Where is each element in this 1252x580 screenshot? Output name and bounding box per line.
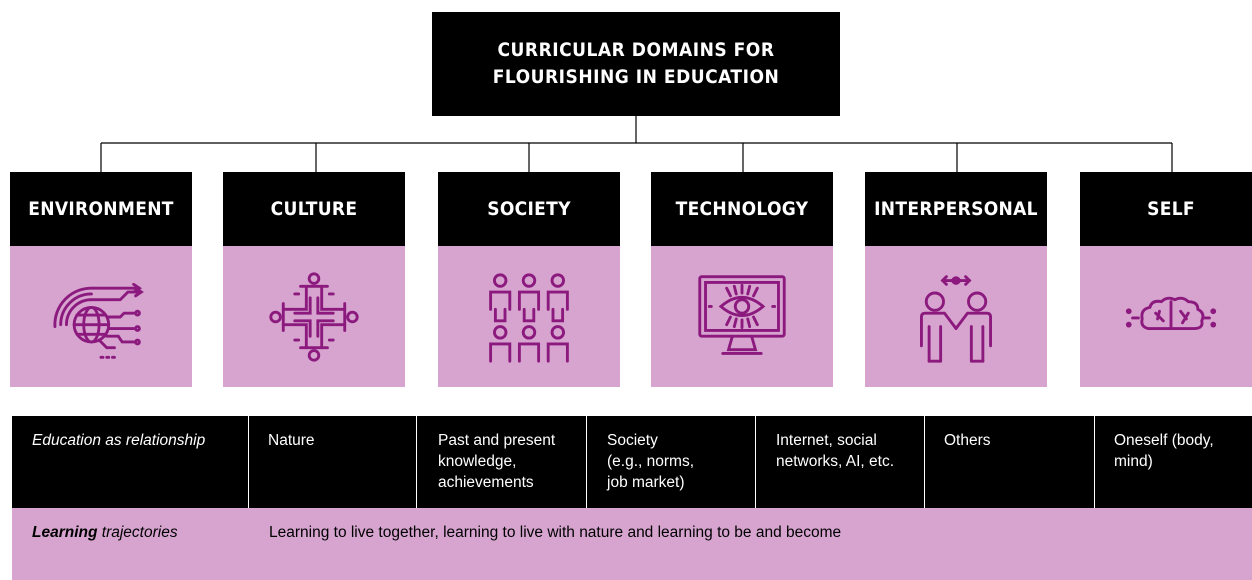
globe-network-icon xyxy=(53,282,144,359)
learning-row: Learning trajectories Learning to live t… xyxy=(12,508,1252,580)
cell-culture: Past and present knowledge, achievements xyxy=(438,432,556,491)
domain-self: SELF xyxy=(1080,172,1252,387)
domain-label: INTERPERSONAL xyxy=(865,172,1047,246)
root-title-line1: CURRICULAR DOMAINS FOR xyxy=(497,39,775,61)
domain-culture: CULTURE xyxy=(223,172,405,387)
root-title-line2: FLOURISHING IN EDUCATION xyxy=(492,66,780,88)
domain-technology: TECHNOLOGY xyxy=(651,172,833,387)
domain-label: SELF xyxy=(1080,172,1252,246)
domain-interpersonal: INTERPERSONAL xyxy=(865,172,1047,387)
people-group-icon xyxy=(489,272,569,363)
cell-self: Oneself (body, mind) xyxy=(1114,432,1214,470)
relationship-row: Education as relationship Nature Past an… xyxy=(12,416,1252,508)
domain-environment: ENVIRONMENT xyxy=(10,172,192,387)
cell-technology: Internet, social networks, AI, etc. xyxy=(776,432,895,470)
root-title-box: CURRICULAR DOMAINS FOR FLOURISHING IN ED… xyxy=(432,12,840,116)
domain-label: SOCIETY xyxy=(438,172,620,246)
domain-society: SOCIETY xyxy=(438,172,620,387)
learning-trajectories-text: Learning to live together, learning to l… xyxy=(269,524,842,541)
row-label-education: Education as relationship xyxy=(32,432,206,449)
monitor-eye-icon xyxy=(698,274,786,355)
cultural-pattern-icon xyxy=(269,271,359,362)
handshake-people-icon xyxy=(920,274,992,363)
brain-icon xyxy=(1125,296,1217,330)
row-label-learning: Learning trajectories xyxy=(32,524,178,541)
cell-nature: Nature xyxy=(268,432,315,449)
domain-label: CULTURE xyxy=(223,172,405,246)
cell-interpersonal: Others xyxy=(944,432,991,449)
domain-label: TECHNOLOGY xyxy=(651,172,833,246)
domain-label: ENVIRONMENT xyxy=(10,172,192,246)
cell-society: Society (e.g., norms, job market) xyxy=(607,432,694,491)
